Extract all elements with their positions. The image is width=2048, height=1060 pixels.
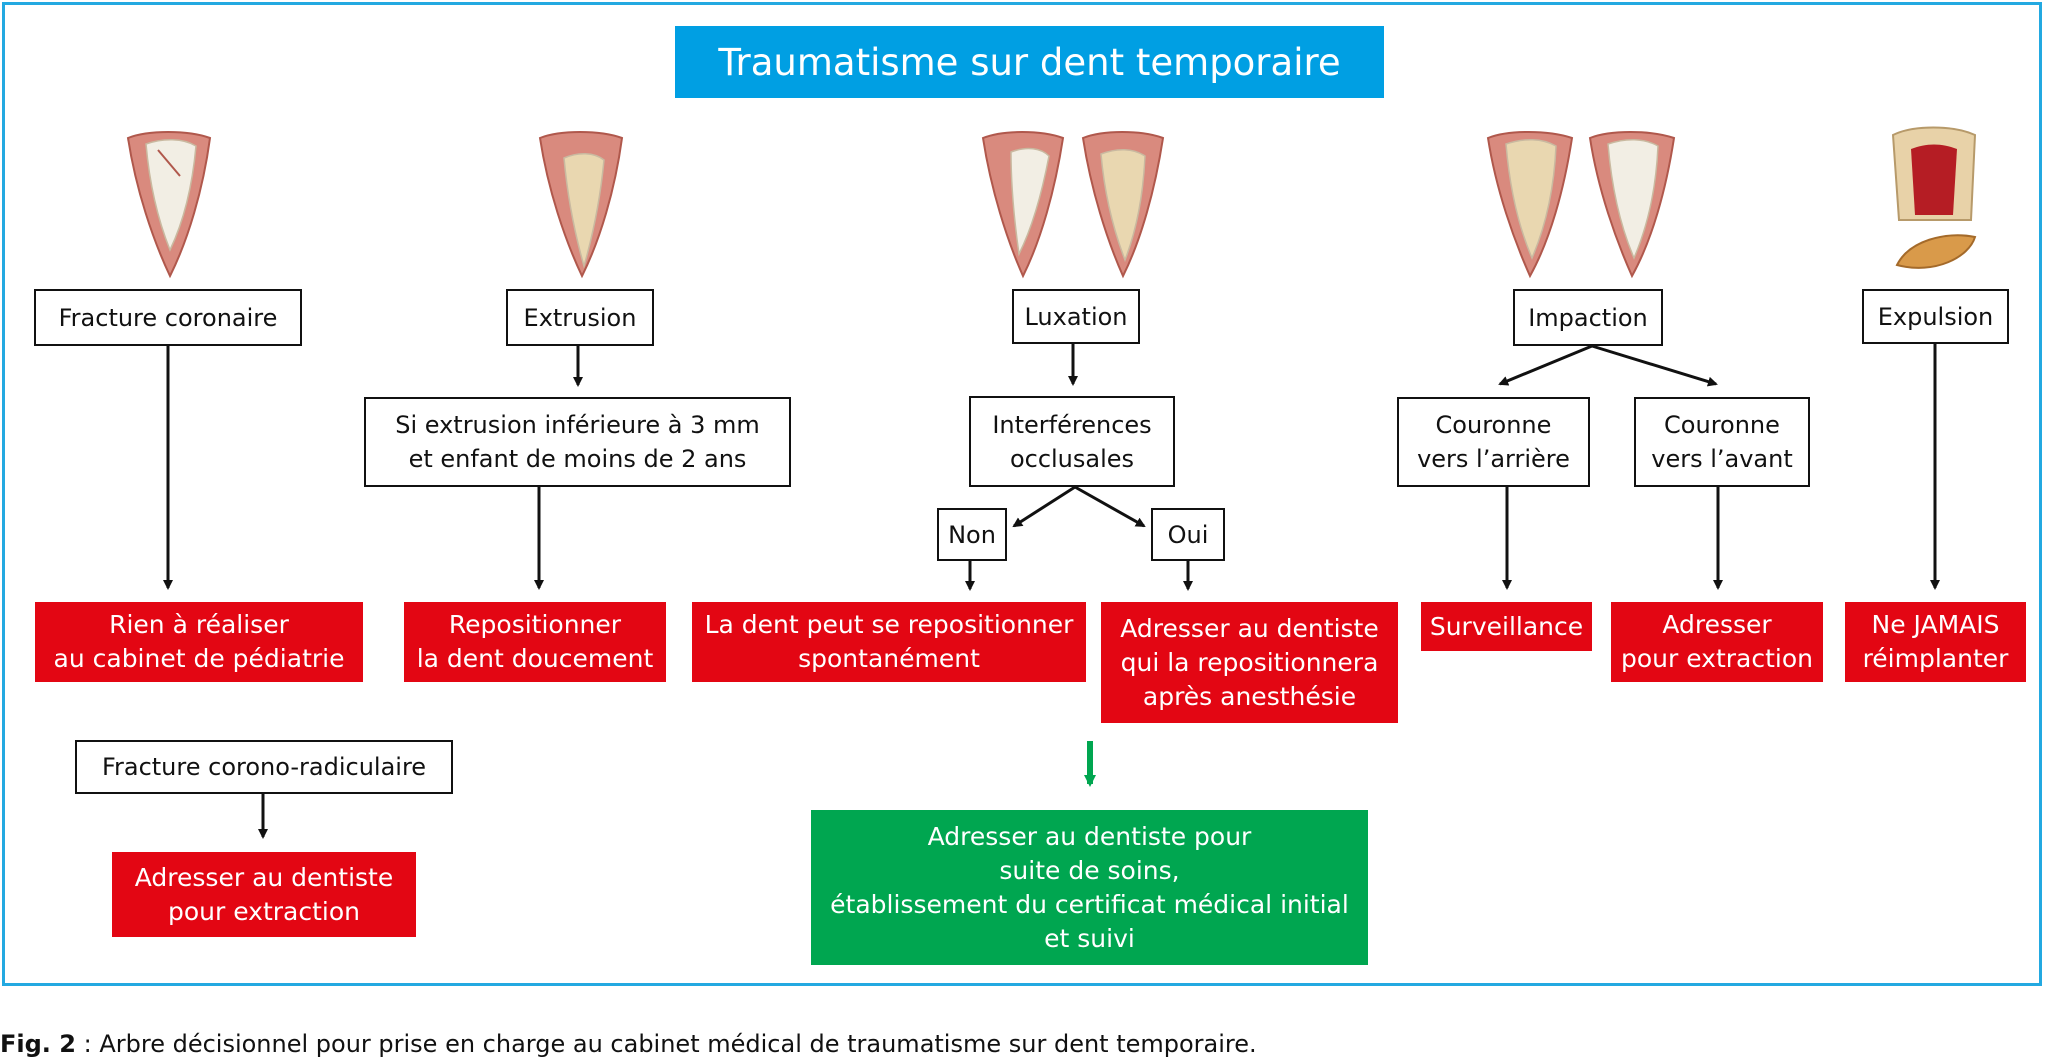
tooth-extrusion-icon [538,131,624,279]
action-adresser-dentiste-extraction: Adresser au dentiste pour extraction [112,852,416,937]
diagram-frame [2,2,2042,986]
node-expulsion: Expulsion [1862,289,2009,344]
figure-caption: Fig. 2 : Arbre décisionnel pour prise en… [0,1030,1257,1058]
node-luxation: Luxation [1012,289,1140,344]
action-rien-a-realiser: Rien à réaliser au cabinet de pédiatrie [35,602,363,682]
action-suite-de-soins: Adresser au dentiste pour suite de soins… [811,810,1368,965]
caption-text: : Arbre décisionnel pour prise en charge… [75,1030,1257,1058]
action-adresser-repositionnera: Adresser au dentiste qui la repositionne… [1101,602,1398,723]
node-impaction: Impaction [1513,289,1663,346]
action-ne-jamais-reimplanter: Ne JAMAIS réimplanter [1845,602,2026,682]
node-non: Non [937,508,1007,561]
action-adresser-extraction: Adresser pour extraction [1611,602,1823,682]
node-couronne-arriere: Couronne vers l’arrière [1397,397,1590,487]
node-interferences-occlusales: Interférences occlusales [969,396,1175,487]
tooth-impaction-icon [1486,131,1676,279]
node-oui: Oui [1151,508,1225,561]
action-repositionner: Repositionner la dent doucement [404,602,666,682]
action-repositionnement-spontane: La dent peut se repositionner spontanéme… [692,602,1086,682]
tooth-fracture-icon [126,131,212,279]
node-fracture-coronaire: Fracture coronaire [34,289,302,346]
tooth-expulsion-icon [1891,126,1977,269]
action-surveillance: Surveillance [1421,602,1592,651]
node-fracture-corono-radiculaire: Fracture corono-radiculaire [75,740,453,794]
node-couronne-avant: Couronne vers l’avant [1634,397,1810,487]
node-extrusion: Extrusion [506,289,654,346]
caption-label: Fig. 2 [0,1030,76,1058]
diagram-title: Traumatisme sur dent temporaire [675,26,1384,98]
tooth-luxation-icon [981,131,1165,279]
node-si-extrusion: Si extrusion inférieure à 3 mm et enfant… [364,397,791,487]
